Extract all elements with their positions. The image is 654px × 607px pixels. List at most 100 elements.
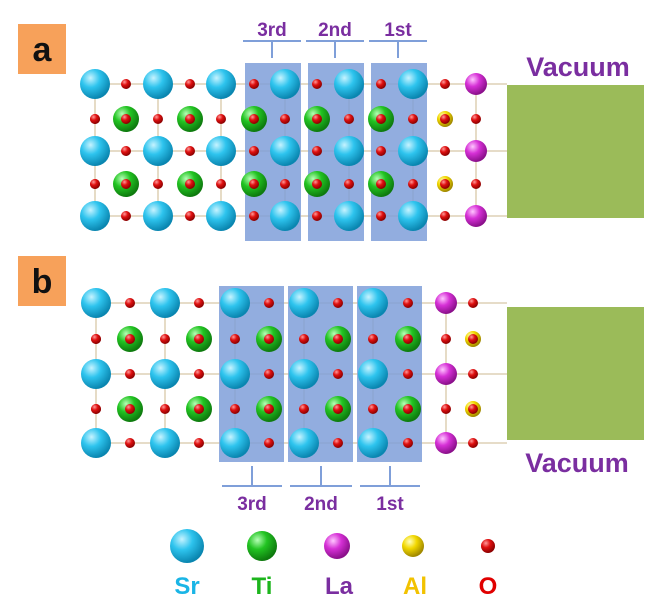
panel-b-layer-label-1st: 1st <box>376 494 404 515</box>
la-atom <box>435 432 457 454</box>
legend-sr-atom-icon <box>170 529 204 563</box>
panel-a-vacuum-region <box>507 85 644 218</box>
o-atom <box>440 114 450 124</box>
sr-atom <box>289 428 319 458</box>
o-atom <box>264 334 274 344</box>
sr-atom <box>334 201 364 231</box>
panel-b-atoms <box>81 288 481 458</box>
sr-atom <box>358 288 388 318</box>
o-atom <box>344 114 354 124</box>
o-atom <box>264 369 274 379</box>
o-atom <box>249 179 259 189</box>
o-atom <box>280 179 290 189</box>
o-atom <box>312 179 322 189</box>
o-atom <box>376 146 386 156</box>
panel-a-layer-label-2nd: 2nd <box>318 20 352 41</box>
o-atom <box>344 179 354 189</box>
legend-o-label: O <box>479 573 498 600</box>
sr-atom <box>143 136 173 166</box>
legend-ti-atom-icon <box>247 531 277 561</box>
o-atom <box>194 334 204 344</box>
sr-atom <box>206 201 236 231</box>
sr-atom <box>270 136 300 166</box>
o-atom <box>216 179 226 189</box>
o-atom <box>441 404 451 414</box>
panel-b-vacuum-label: Vacuum <box>525 448 629 478</box>
sr-atom <box>270 201 300 231</box>
o-atom <box>185 146 195 156</box>
o-atom <box>312 211 322 221</box>
o-atom <box>121 179 131 189</box>
o-atom <box>185 114 195 124</box>
o-atom <box>368 404 378 414</box>
sr-atom <box>220 288 250 318</box>
o-atom <box>471 179 481 189</box>
o-atom <box>280 114 290 124</box>
o-atom <box>185 211 195 221</box>
sr-atom <box>220 359 250 389</box>
sr-atom <box>334 69 364 99</box>
panel-a-vacuum-label: Vacuum <box>526 52 630 82</box>
legend-ti-label: Ti <box>252 573 273 600</box>
o-atom <box>121 79 131 89</box>
o-atom <box>403 298 413 308</box>
panel-b-layer-label-3rd: 3rd <box>237 494 267 515</box>
o-atom <box>312 146 322 156</box>
o-atom <box>125 404 135 414</box>
o-atom <box>121 114 131 124</box>
la-atom <box>465 140 487 162</box>
o-atom <box>153 114 163 124</box>
sr-atom <box>289 288 319 318</box>
sr-atom <box>398 69 428 99</box>
sr-atom <box>270 69 300 99</box>
o-atom <box>299 404 309 414</box>
o-atom <box>403 438 413 448</box>
o-atom <box>249 211 259 221</box>
o-atom <box>90 114 100 124</box>
panel-b-vacuum-region <box>507 307 644 440</box>
sr-atom <box>334 136 364 166</box>
legend-o-atom-icon <box>481 539 495 553</box>
o-atom <box>194 369 204 379</box>
o-atom <box>333 369 343 379</box>
o-atom <box>249 79 259 89</box>
sr-atom <box>398 136 428 166</box>
legend: Sr Ti La Al O <box>170 529 497 600</box>
o-atom <box>333 298 343 308</box>
legend-al-label: Al <box>403 573 427 600</box>
sr-atom <box>206 136 236 166</box>
la-atom <box>435 363 457 385</box>
o-atom <box>368 334 378 344</box>
o-atom <box>121 146 131 156</box>
o-atom <box>376 179 386 189</box>
panel-a: a Vacuum 3rd 2nd 1st <box>18 20 644 241</box>
o-atom <box>440 79 450 89</box>
o-atom <box>91 334 101 344</box>
panel-b: b Vacuum 3rd 2nd 1st <box>18 256 644 515</box>
o-atom <box>264 298 274 308</box>
o-atom <box>440 179 450 189</box>
sr-atom <box>143 69 173 99</box>
panel-a-atoms <box>80 69 487 231</box>
panel-a-layer-label-1st: 1st <box>384 20 412 41</box>
o-atom <box>90 179 100 189</box>
la-atom <box>465 73 487 95</box>
o-atom <box>194 438 204 448</box>
o-atom <box>249 114 259 124</box>
o-atom <box>333 438 343 448</box>
o-atom <box>468 438 478 448</box>
panel-b-layer-brackets <box>222 466 420 487</box>
sr-atom <box>81 359 111 389</box>
o-atom <box>185 179 195 189</box>
o-atom <box>468 404 478 414</box>
la-atom <box>465 205 487 227</box>
o-atom <box>408 179 418 189</box>
sr-atom <box>358 428 388 458</box>
panel-b-label: b <box>32 263 53 301</box>
o-atom <box>441 334 451 344</box>
o-atom <box>403 334 413 344</box>
sr-atom <box>289 359 319 389</box>
sr-atom <box>81 428 111 458</box>
o-atom <box>440 211 450 221</box>
